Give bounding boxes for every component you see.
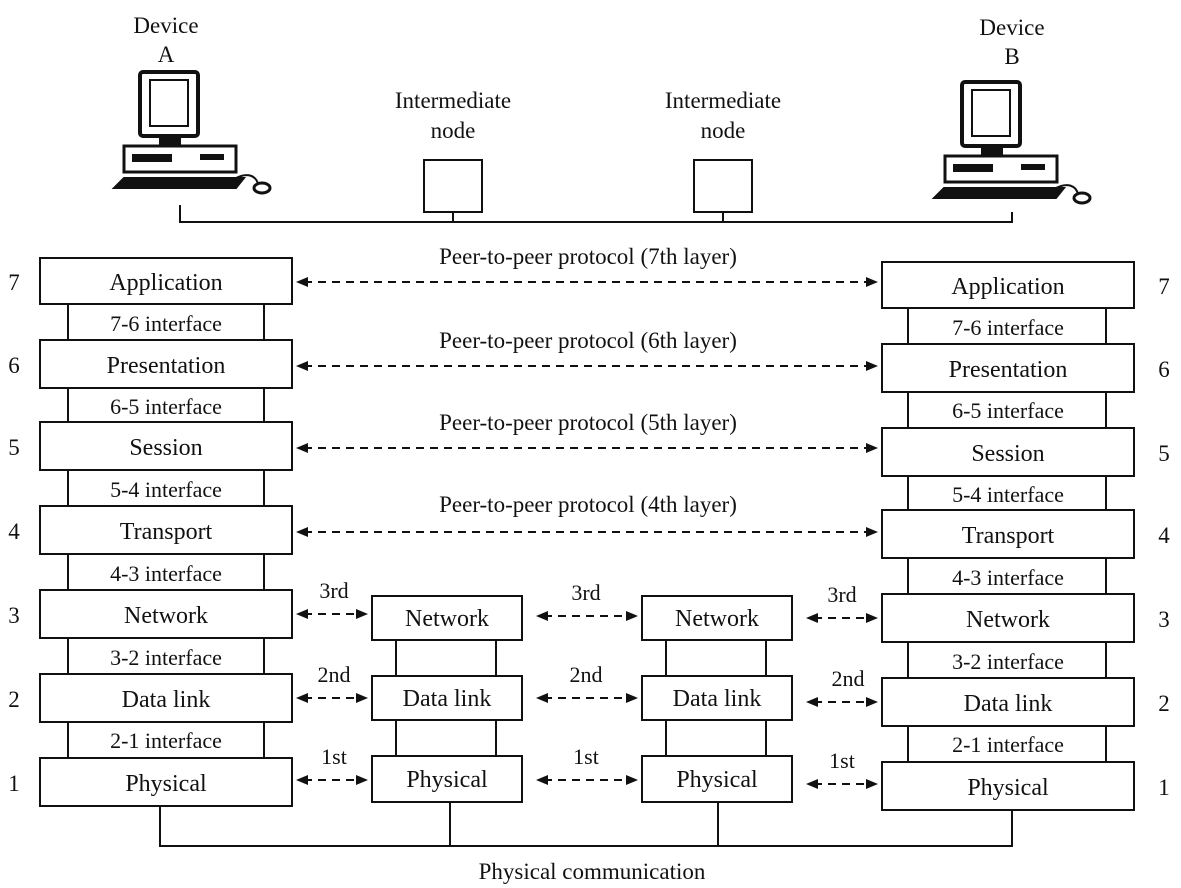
intermediate-node-label: node bbox=[431, 118, 476, 143]
layer-label-physical: Physical bbox=[125, 771, 207, 797]
layer-number: 5 bbox=[8, 435, 20, 460]
layer-number: 1 bbox=[1158, 775, 1170, 800]
layer-number: 2 bbox=[8, 687, 20, 712]
interface-label: 3-2 interface bbox=[110, 645, 222, 670]
hop-label: 3rd bbox=[827, 582, 856, 607]
peer-arrows bbox=[304, 281, 870, 785]
hop-label: 2nd bbox=[832, 666, 865, 691]
peer-protocol-label: Peer-to-peer protocol (6th layer) bbox=[439, 328, 737, 353]
layer-number: 7 bbox=[8, 270, 20, 295]
layer-number: 4 bbox=[8, 519, 20, 544]
interface-label: 6-5 interface bbox=[952, 398, 1064, 423]
layer-label-presentation: Presentation bbox=[107, 353, 226, 379]
physical-communication-label: Physical communication bbox=[479, 859, 706, 884]
peer-protocol-label: Peer-to-peer protocol (7th layer) bbox=[439, 244, 737, 269]
interface-label: 6-5 interface bbox=[110, 394, 222, 419]
hop-label: 2nd bbox=[570, 662, 603, 687]
layer-label-application: Application bbox=[109, 270, 222, 296]
interface-label: 7-6 interface bbox=[952, 315, 1064, 340]
intermediate-node-box bbox=[423, 159, 483, 213]
interface-label: 5-4 interface bbox=[110, 477, 222, 502]
intermediate-node-label: Intermediate bbox=[395, 88, 511, 113]
node-layer-network: Network bbox=[405, 606, 489, 632]
layer-label-network: Network bbox=[124, 603, 208, 629]
node-layer-physical: Physical bbox=[406, 767, 488, 793]
layer-label-presentation: Presentation bbox=[949, 357, 1068, 383]
hop-label: 3rd bbox=[319, 578, 348, 603]
interface-label: 3-2 interface bbox=[952, 649, 1064, 674]
device-b-letter: B bbox=[1004, 44, 1019, 69]
interface-label: 4-3 interface bbox=[952, 565, 1064, 590]
network-link-line bbox=[179, 205, 1013, 223]
physical-link-line bbox=[159, 802, 1013, 847]
layer-label-session: Session bbox=[129, 435, 202, 461]
intermediate-node-label: Intermediate bbox=[665, 88, 781, 113]
layer-number: 2 bbox=[1158, 691, 1170, 716]
hop-label: 1st bbox=[829, 748, 855, 773]
node-layer-boxes bbox=[371, 595, 793, 803]
node-layer-physical: Physical bbox=[676, 767, 758, 793]
hop-label: 3rd bbox=[571, 580, 600, 605]
device-b-layer-boxes bbox=[881, 261, 1135, 811]
peer-protocol-label: Peer-to-peer protocol (4th layer) bbox=[439, 492, 737, 517]
layer-number: 4 bbox=[1158, 523, 1170, 548]
layer-label-physical: Physical bbox=[967, 775, 1049, 801]
layer-label-transport: Transport bbox=[120, 519, 213, 545]
computer-icon bbox=[111, 70, 272, 195]
layer-label-data-link: Data link bbox=[122, 687, 211, 713]
layer-number: 5 bbox=[1158, 441, 1170, 466]
node-layer-network: Network bbox=[675, 606, 759, 632]
layer-label-transport: Transport bbox=[962, 523, 1055, 549]
device-a-label: Device bbox=[133, 13, 198, 38]
peer-protocol-label: Peer-to-peer protocol (5th layer) bbox=[439, 410, 737, 435]
intermediate-node-label: node bbox=[701, 118, 746, 143]
layer-number: 3 bbox=[1158, 607, 1170, 632]
node-layer-data-link: Data link bbox=[403, 686, 492, 712]
arrowheads bbox=[296, 277, 878, 789]
interface-label: 2-1 interface bbox=[110, 728, 222, 753]
layer-label-application: Application bbox=[951, 274, 1064, 300]
layer-number: 6 bbox=[8, 353, 20, 378]
device-a-letter: A bbox=[158, 42, 175, 67]
interface-label: 7-6 interface bbox=[110, 311, 222, 336]
layer-number: 1 bbox=[8, 771, 20, 796]
device-a-layer-boxes bbox=[39, 257, 293, 807]
layer-label-session: Session bbox=[971, 441, 1044, 467]
layer-number: 3 bbox=[8, 603, 20, 628]
interface-label: 5-4 interface bbox=[952, 482, 1064, 507]
layer-number: 6 bbox=[1158, 357, 1170, 382]
layer-label-data-link: Data link bbox=[964, 691, 1053, 717]
layer-number: 7 bbox=[1158, 274, 1170, 299]
device-b-label: Device bbox=[979, 15, 1044, 40]
hop-label: 2nd bbox=[318, 662, 351, 687]
interface-label: 2-1 interface bbox=[952, 732, 1064, 757]
hop-label: 1st bbox=[573, 744, 599, 769]
node-layer-data-link: Data link bbox=[673, 686, 762, 712]
hop-label: 1st bbox=[321, 744, 347, 769]
device-b-interface-blocks bbox=[907, 304, 1107, 764]
interface-label: 4-3 interface bbox=[110, 561, 222, 586]
computer-icon bbox=[931, 80, 1092, 205]
intermediate-node-box bbox=[693, 159, 753, 213]
layer-label-network: Network bbox=[966, 607, 1050, 633]
